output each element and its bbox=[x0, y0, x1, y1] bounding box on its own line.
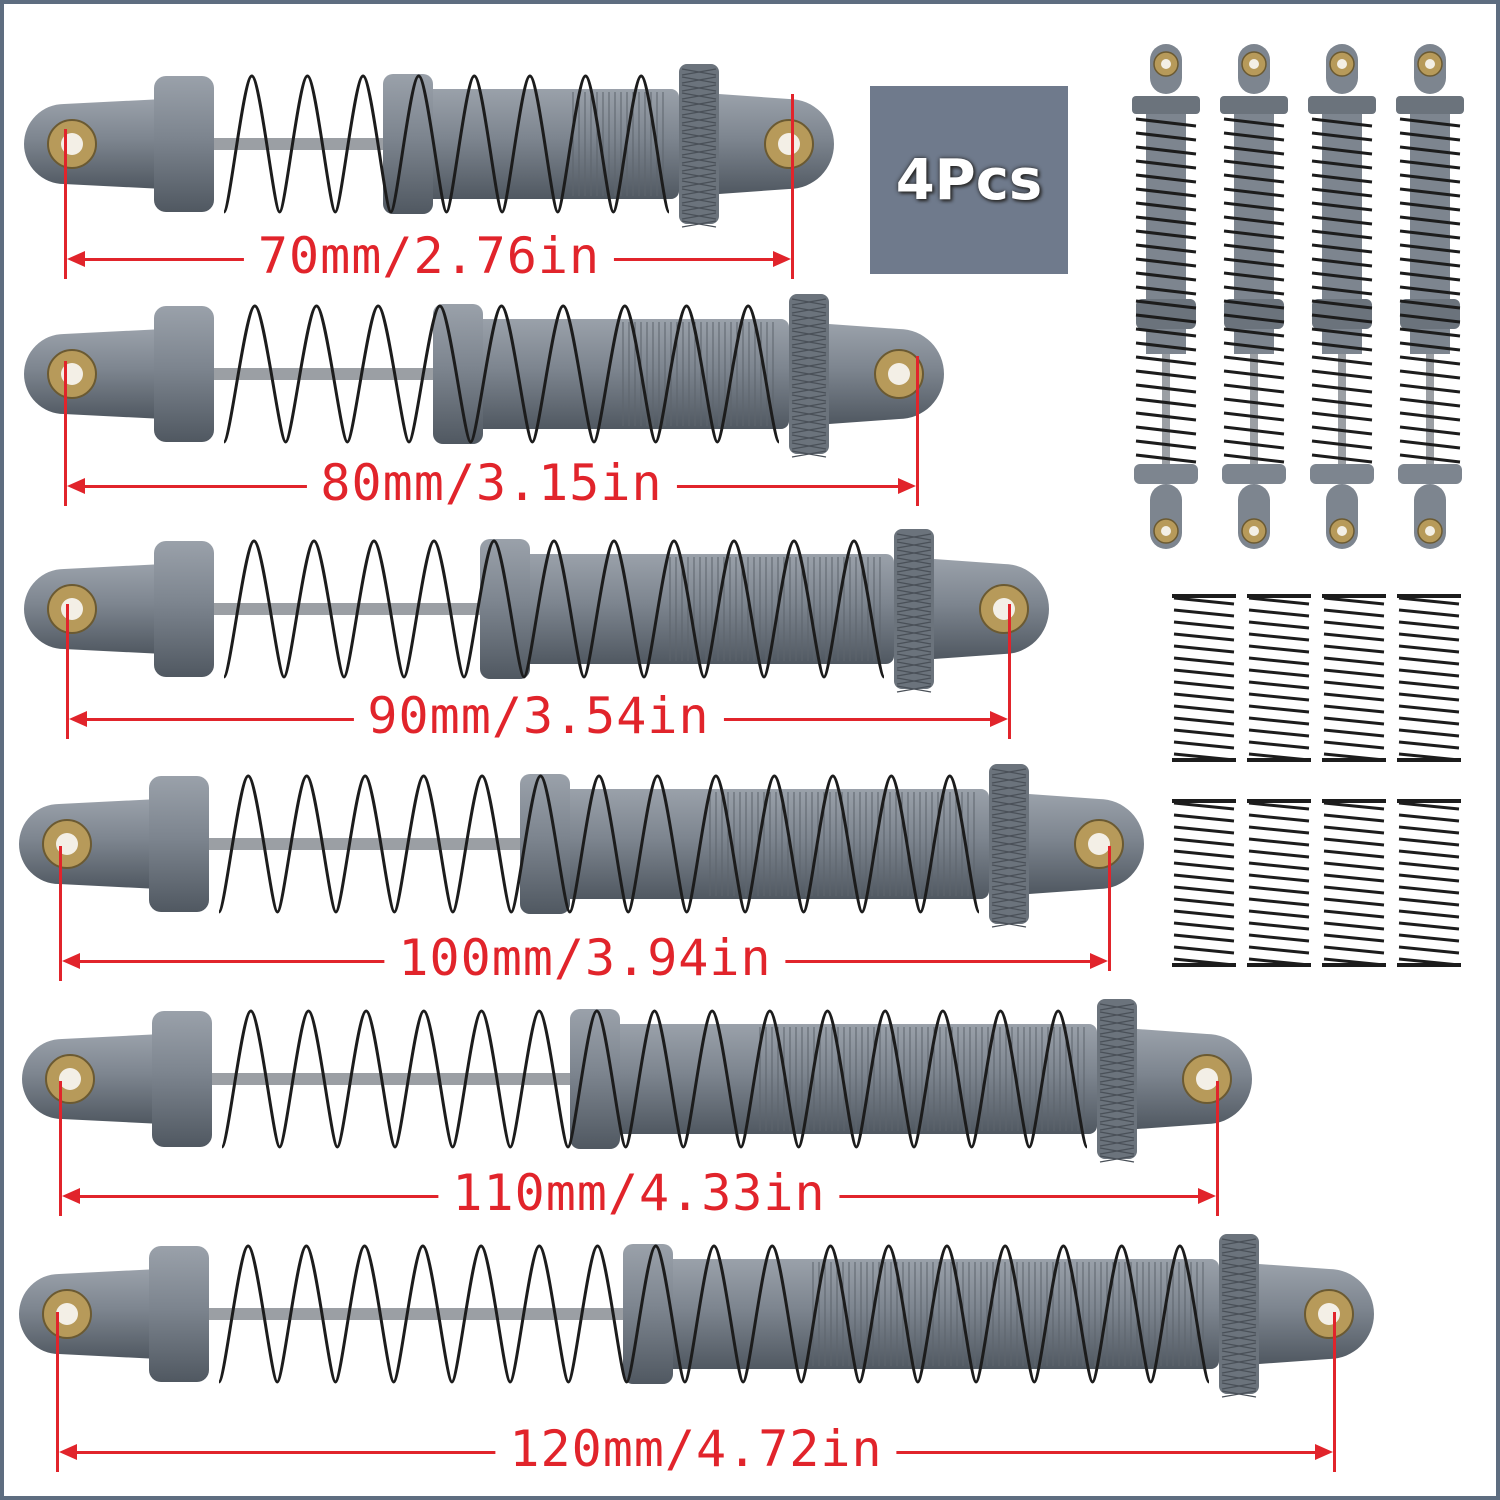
shock-absorber-120mm bbox=[19, 1214, 1384, 1414]
spare-spring bbox=[1389, 594, 1469, 764]
shock-drawing bbox=[19, 764, 1144, 928]
coil-spring bbox=[1399, 117, 1461, 464]
coil-spring bbox=[1323, 596, 1385, 762]
coil-spring bbox=[1398, 596, 1460, 762]
piston-rod bbox=[204, 138, 403, 150]
coil-spring bbox=[222, 539, 886, 679]
dimension-label: 100mm/3.94in bbox=[384, 927, 786, 989]
lower-collar bbox=[1134, 464, 1198, 484]
quantity-label: 4Pcs bbox=[895, 147, 1043, 213]
shock-drawing bbox=[22, 999, 1252, 1163]
coil-spring bbox=[217, 774, 981, 914]
spring-retainer bbox=[383, 74, 433, 214]
coil-spring bbox=[217, 1244, 1211, 1384]
lower-collar bbox=[1398, 464, 1462, 484]
coil-spring bbox=[222, 304, 781, 444]
spare-spring bbox=[1314, 799, 1394, 969]
piston-rod bbox=[204, 368, 453, 380]
shock-drawing bbox=[24, 294, 944, 458]
lower-collar bbox=[154, 306, 214, 442]
spare-spring bbox=[1239, 799, 1319, 969]
coil-spring bbox=[220, 1009, 1089, 1149]
spring-retainer bbox=[480, 539, 530, 679]
spare-spring bbox=[1164, 594, 1244, 764]
knurled-cap bbox=[1396, 96, 1464, 114]
shock-absorber-70mm bbox=[24, 44, 844, 244]
dimension-label: 110mm/4.33in bbox=[438, 1162, 840, 1224]
knurled-cap bbox=[1220, 96, 1288, 114]
coil-spring bbox=[1248, 596, 1310, 762]
dimension-120mm: 120mm/4.72in bbox=[56, 1312, 1336, 1480]
piston-rod bbox=[1162, 354, 1170, 474]
piston-rod bbox=[1338, 354, 1346, 474]
shock-drawing bbox=[24, 64, 834, 228]
coil-spring bbox=[1173, 596, 1235, 762]
piston-rod bbox=[204, 603, 500, 615]
coil-spring bbox=[1323, 801, 1385, 967]
knurled-cap bbox=[1308, 96, 1376, 114]
dimension-80mm: 80mm/3.15in bbox=[64, 356, 919, 514]
dimension-90mm: 90mm/3.54in bbox=[66, 604, 1011, 747]
vertical-shock-absorber bbox=[1302, 34, 1382, 554]
dimension-label: 120mm/4.72in bbox=[495, 1418, 897, 1480]
shock-absorber-100mm bbox=[19, 744, 1154, 944]
piston-rod bbox=[199, 1308, 643, 1320]
dimension-110mm: 110mm/4.33in bbox=[59, 1081, 1219, 1224]
quantity-badge: 4Pcs bbox=[870, 86, 1068, 274]
piston-rod bbox=[1250, 354, 1258, 474]
dimension-label: 90mm/3.54in bbox=[353, 685, 724, 747]
spare-spring bbox=[1164, 799, 1244, 969]
lower-collar bbox=[154, 541, 214, 677]
lower-collar bbox=[1310, 464, 1374, 484]
lower-collar bbox=[149, 1246, 209, 1382]
piston-rod bbox=[199, 838, 540, 850]
coil-spring bbox=[1173, 801, 1235, 967]
piston-rod bbox=[202, 1073, 590, 1085]
shock-body bbox=[393, 89, 679, 199]
dimension-70mm: 70mm/2.76in bbox=[64, 94, 794, 287]
coil-spring bbox=[222, 74, 671, 214]
shock-absorber-80mm bbox=[24, 274, 954, 474]
lower-collar bbox=[152, 1011, 212, 1147]
shock-absorber-90mm bbox=[24, 509, 1059, 709]
shock-body bbox=[443, 319, 789, 429]
spare-spring bbox=[1314, 594, 1394, 764]
spring-retainer bbox=[520, 774, 570, 914]
lower-collar bbox=[149, 776, 209, 912]
vertical-shock-absorber bbox=[1214, 34, 1294, 554]
coil-spring bbox=[1248, 801, 1310, 967]
shock-body bbox=[633, 1259, 1219, 1369]
spare-spring bbox=[1239, 594, 1319, 764]
lower-collar bbox=[1222, 464, 1286, 484]
coil-spring bbox=[1311, 117, 1373, 464]
spring-retainer bbox=[433, 304, 483, 444]
dimension-100mm: 100mm/3.94in bbox=[59, 846, 1111, 989]
dimension-label: 80mm/3.15in bbox=[306, 452, 677, 514]
shock-absorber-110mm bbox=[22, 979, 1262, 1179]
coil-spring bbox=[1398, 801, 1460, 967]
shock-drawing bbox=[24, 529, 1049, 693]
spare-spring bbox=[1389, 799, 1469, 969]
vertical-shock-absorber bbox=[1390, 34, 1470, 554]
coil-spring bbox=[1135, 117, 1197, 464]
coil-spring bbox=[1223, 117, 1285, 464]
shock-body bbox=[490, 554, 894, 664]
vertical-shock-absorber bbox=[1126, 34, 1206, 554]
piston-rod bbox=[1426, 354, 1434, 474]
lower-collar bbox=[154, 76, 214, 212]
dimension-label: 70mm/2.76in bbox=[243, 225, 615, 287]
knurled-cap bbox=[1132, 96, 1200, 114]
shock-drawing bbox=[19, 1234, 1374, 1398]
